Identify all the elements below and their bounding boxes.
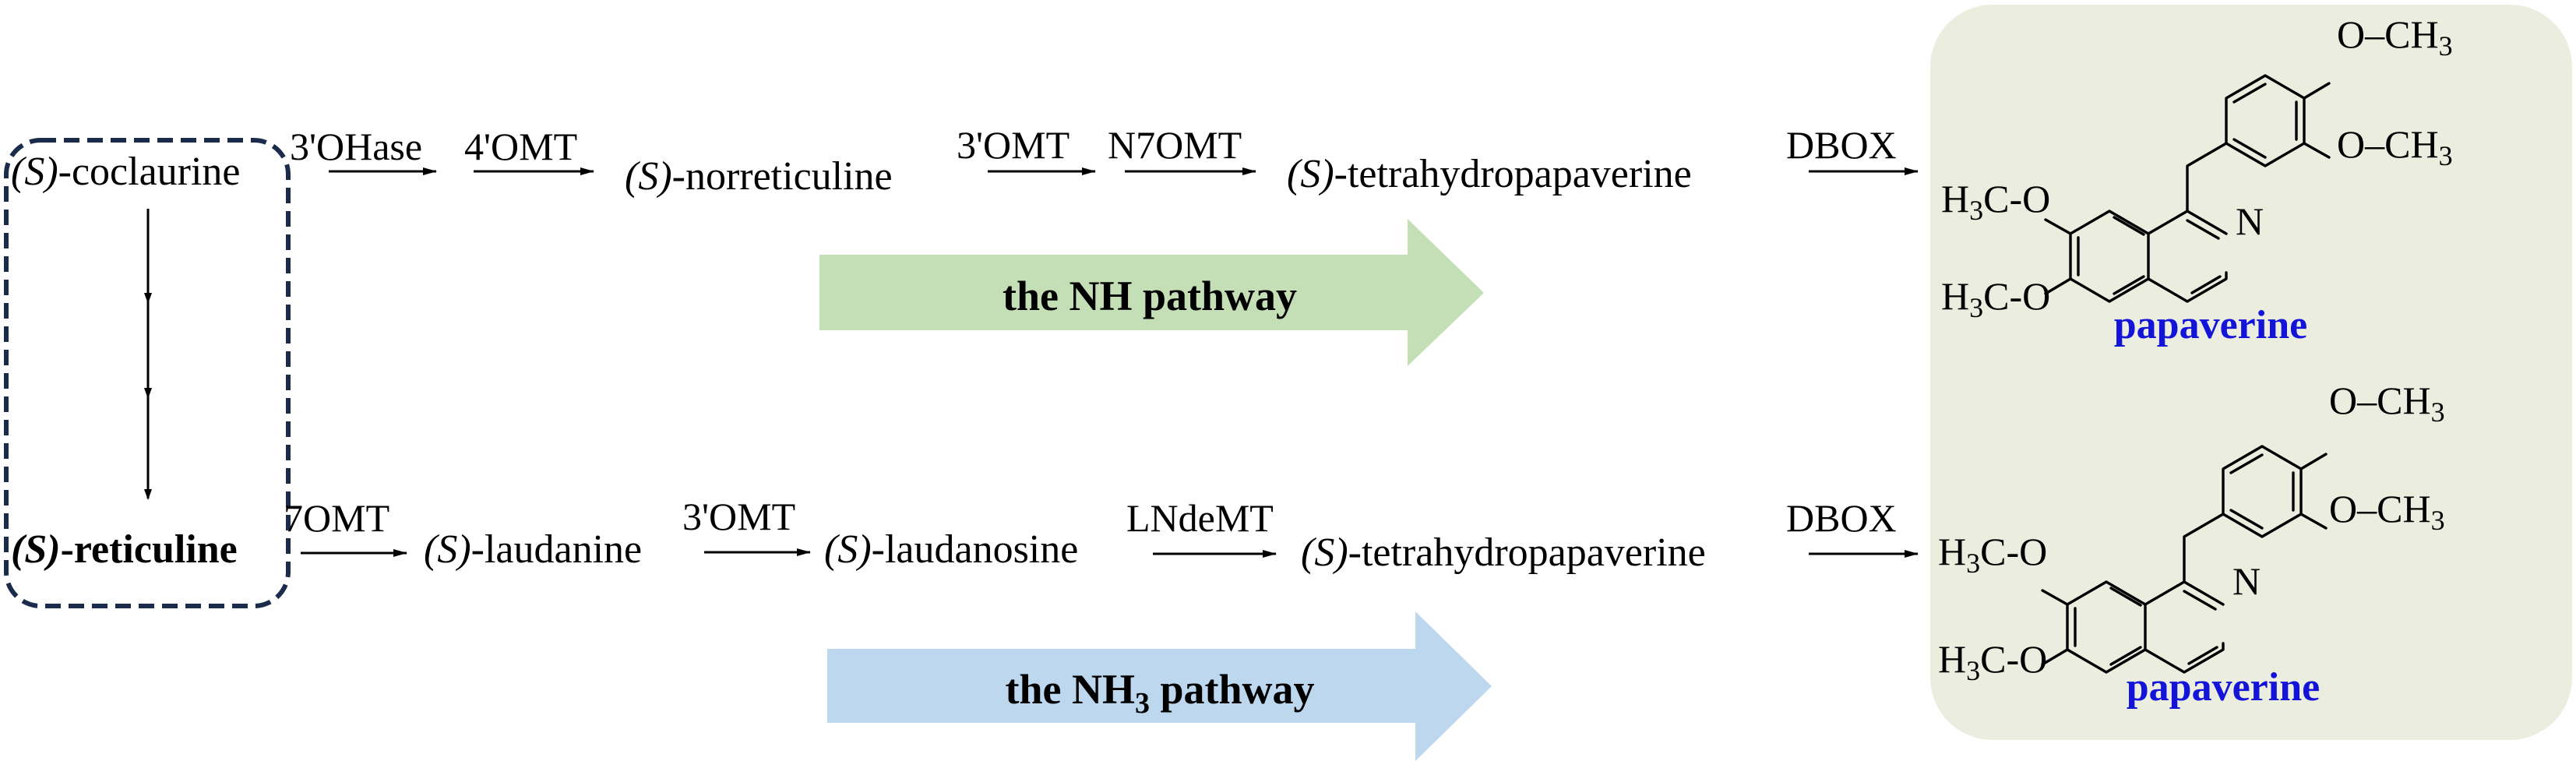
methoxy-left-b-2: H3C-O <box>1938 637 2047 686</box>
nh-pathway-label: the NH pathway <box>1003 273 1297 319</box>
nh-pathway-arrow <box>819 219 1484 366</box>
methoxy-top-2: O–CH3 <box>2329 379 2445 428</box>
enzyme-dbox-row2: DBOX <box>1786 496 1897 540</box>
enzyme-3omt-row1: 3'OMT <box>957 123 1070 167</box>
enzyme-n7omt: N7OMT <box>1108 123 1242 167</box>
tetrahydropapaverine-label-row1: (S)-tetrahydropapaverine <box>1287 152 1692 196</box>
methoxy-mid-2: O–CH3 <box>2329 487 2445 536</box>
enzyme-3omt-row2: 3'OMT <box>682 495 795 538</box>
structure-panel <box>1930 5 2572 740</box>
methoxy-left-a-2: H3C-O <box>1938 530 2047 579</box>
coclaurine-label: (S)-coclaurine <box>11 150 241 194</box>
methoxy-left-a-1: H3C-O <box>1941 177 2050 226</box>
enzyme-3ohase: 3'OHase <box>290 125 422 168</box>
nitrogen-2: N <box>2232 559 2261 603</box>
laudanosine-label: (S)-laudanosine <box>824 527 1078 572</box>
enzyme-4omt: 4'OMT <box>464 125 577 168</box>
nitrogen-1: N <box>2236 199 2264 243</box>
enzyme-dbox-row1: DBOX <box>1786 123 1897 167</box>
papaverine-label-2: papaverine <box>2127 665 2320 710</box>
laudanine-label: (S)-laudanine <box>424 527 642 572</box>
methoxy-top-1: O–CH3 <box>2337 12 2453 62</box>
methoxy-left-b-1: H3C-O <box>1941 274 2050 323</box>
enzyme-lndemt: LNdeMT <box>1126 496 1274 540</box>
reticuline-label: (S)-reticuline <box>11 527 238 572</box>
papaverine-label-1: papaverine <box>2114 303 2307 347</box>
nh3-pathway-arrow <box>827 611 1492 761</box>
tetrahydropapaverine-label-row2: (S)-tetrahydropapaverine <box>1301 530 1706 575</box>
enzyme-7omt: 7OMT <box>284 496 389 540</box>
nh3-pathway-label: the NH3 pathway <box>1005 666 1314 720</box>
norreticuline-label: (S)-norreticuline <box>625 154 893 199</box>
methoxy-mid-1: O–CH3 <box>2337 122 2453 171</box>
reticuline-highlight-box <box>4 138 291 608</box>
